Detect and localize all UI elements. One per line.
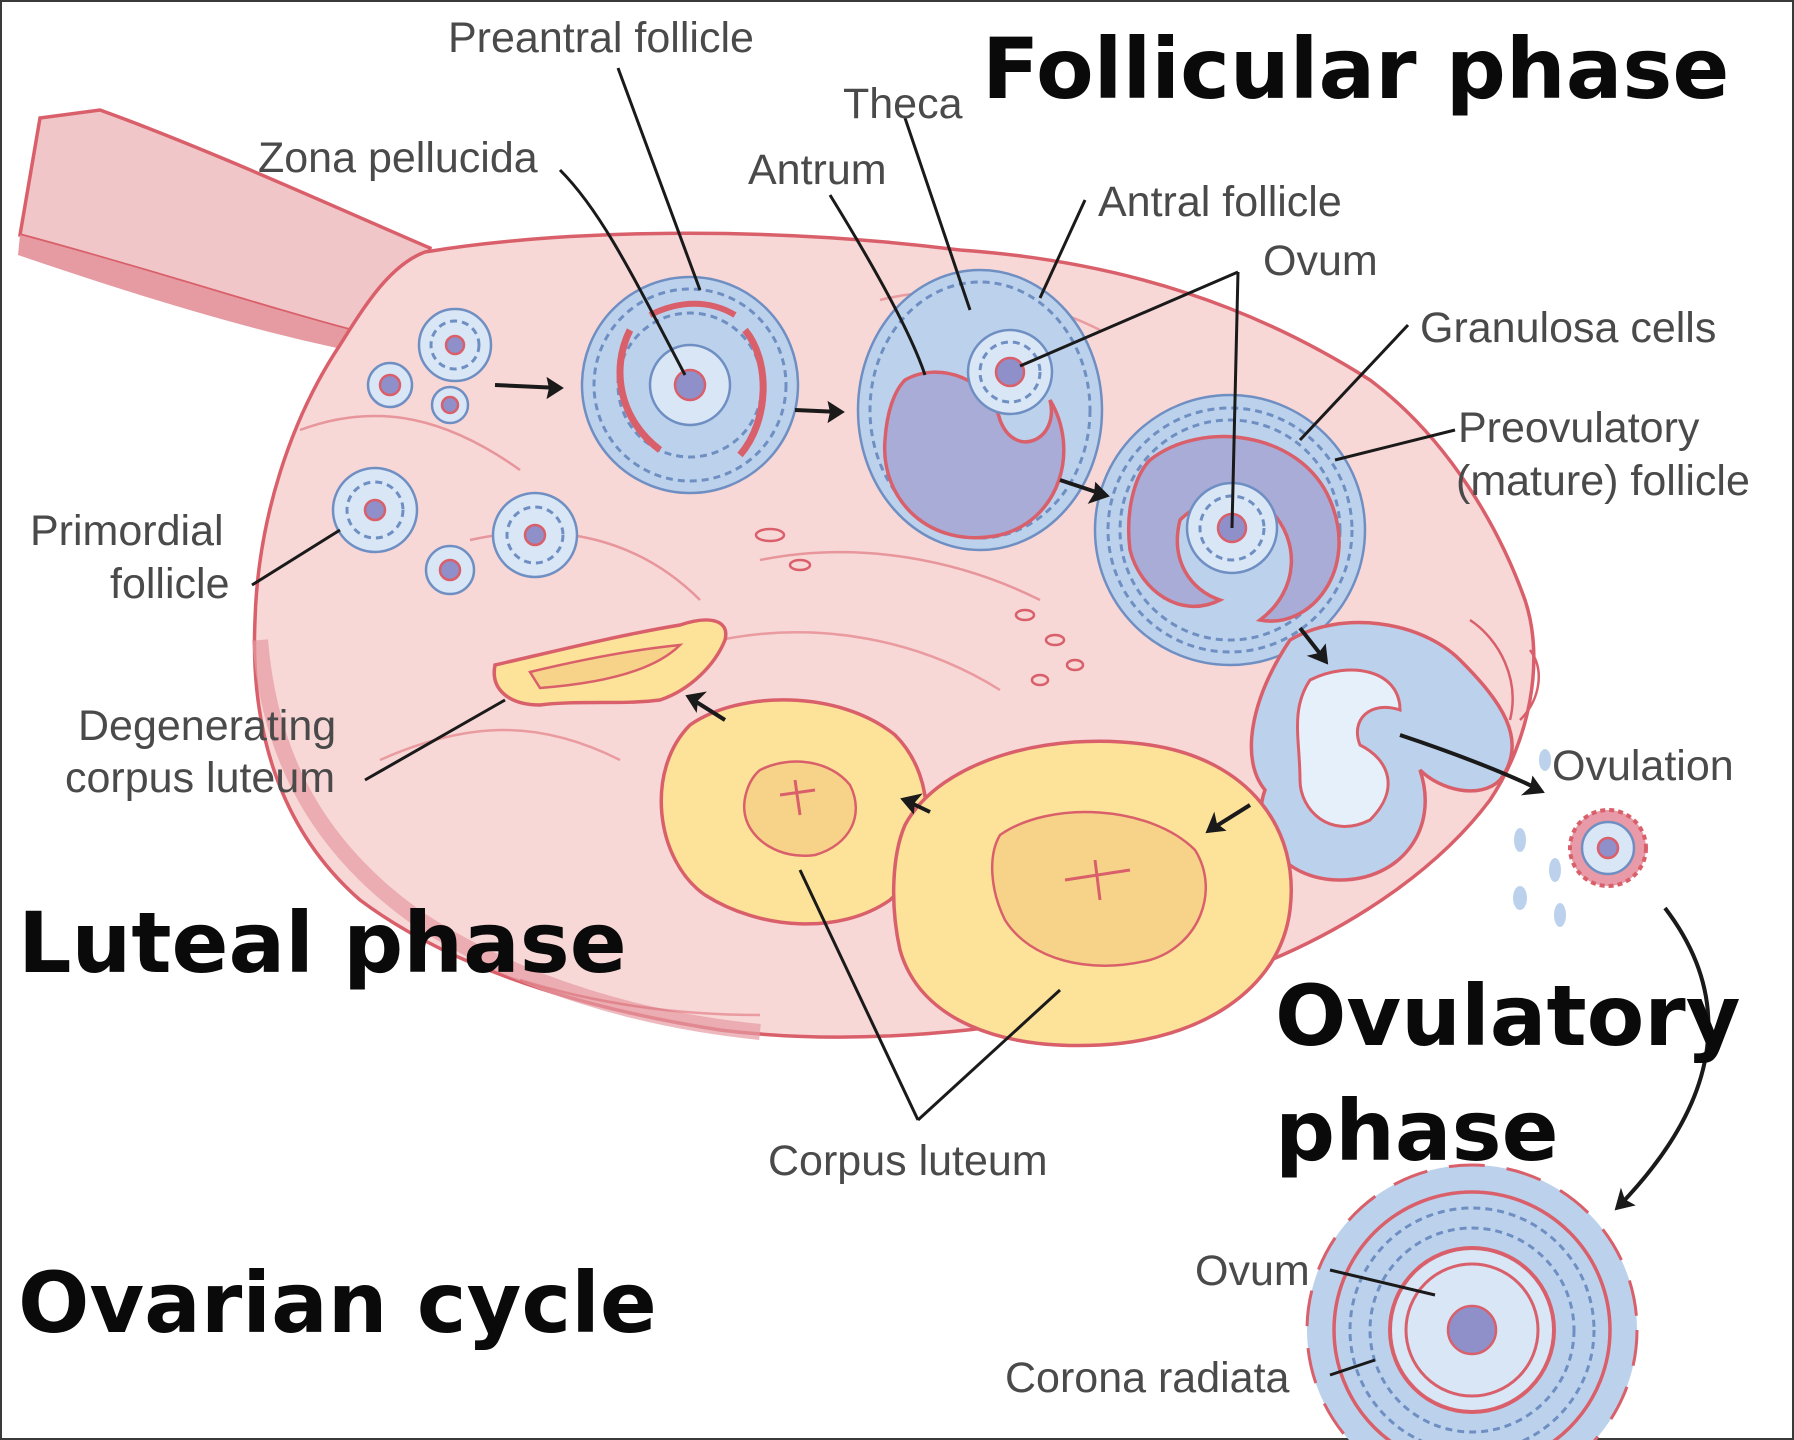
diagram-title: Ovarian cycle [18, 1254, 657, 1352]
label-preovulatory-line2: (mature) follicle [1456, 457, 1750, 505]
label-preovulatory-line1: Preovulatory [1458, 404, 1700, 452]
corpus-luteum-small [661, 700, 926, 924]
label-primordial-line1: Primordial [30, 507, 224, 555]
label-ovum-bottom: Ovum [1195, 1247, 1310, 1295]
label-corona-radiata: Corona radiata [1005, 1354, 1290, 1402]
label-antral-follicle: Antral follicle [1098, 178, 1342, 226]
label-degenerating-line2: corpus luteum [65, 754, 335, 802]
label-corpus-luteum: Corpus luteum [768, 1137, 1048, 1185]
label-primordial-line2: follicle [110, 560, 230, 608]
phase-ovulatory-line2: phase [1275, 1082, 1559, 1180]
label-antrum: Antrum [748, 146, 887, 194]
label-preantral-follicle: Preantral follicle [448, 14, 754, 62]
fluid-drop [1514, 828, 1526, 852]
fluid-drop [1549, 858, 1561, 882]
label-ovum-top: Ovum [1263, 237, 1378, 285]
fluid-drop [1539, 749, 1551, 771]
phase-follicular: Follicular phase [982, 20, 1729, 118]
label-theca: Theca [843, 80, 963, 128]
antral-follicle [858, 270, 1102, 550]
label-ovulation: Ovulation [1552, 742, 1734, 790]
label-zona-pellucida: Zona pellucida [258, 134, 538, 182]
fluid-drop [1554, 903, 1566, 927]
fluid-drop [1513, 886, 1527, 910]
phase-luteal: Luteal phase [18, 894, 627, 992]
preantral-follicle [582, 277, 798, 493]
preovulatory-follicle [1095, 395, 1365, 665]
corpus-luteum-large [894, 741, 1292, 1045]
label-granulosa-cells: Granulosa cells [1420, 304, 1716, 352]
corona-radiata-ovum [1307, 1165, 1637, 1440]
phase-ovulatory-line1: Ovulatory [1275, 967, 1741, 1065]
label-degenerating-line1: Degenerating [78, 702, 336, 750]
